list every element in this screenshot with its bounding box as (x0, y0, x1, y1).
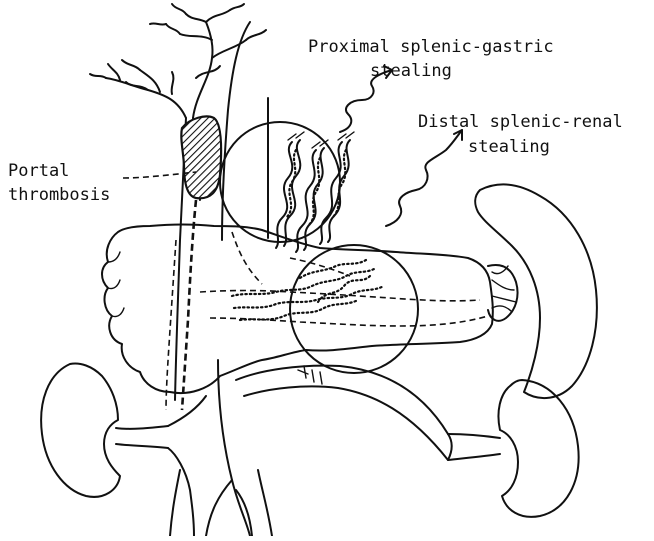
portal-branches (90, 4, 266, 118)
pancreas-lobule-1 (108, 252, 120, 262)
hilum-vessel-3 (492, 306, 512, 312)
hilum-vessel-2 (492, 296, 516, 302)
thrombus-mass (181, 116, 221, 198)
inferior-vena-cava (218, 22, 272, 536)
left-renal-vein (116, 426, 168, 448)
lower-vessels (168, 366, 448, 536)
label-distal-1: Distal splenic-renal (418, 112, 623, 132)
spleen (475, 184, 597, 398)
label-portal-1: Portal (8, 161, 69, 181)
label-distal-2: stealing (468, 137, 550, 157)
label-proximal-1: Proximal splenic-gastric (308, 37, 554, 57)
kidney-right (498, 380, 578, 517)
label-proximal-2: stealing (370, 61, 452, 81)
right-renal-pelvis (448, 434, 452, 460)
right-renal-vein (448, 434, 500, 460)
label-portal-2: thrombosis (8, 185, 110, 205)
hilum-vessel-1 (492, 280, 514, 290)
distal-arrow (386, 130, 462, 226)
ligature-marks (298, 366, 322, 384)
pancreas-lobule-2 (108, 280, 120, 289)
pancreas-lobule-3 (112, 308, 124, 317)
kidney-left (41, 364, 120, 497)
portal-dashed-course (182, 200, 196, 410)
